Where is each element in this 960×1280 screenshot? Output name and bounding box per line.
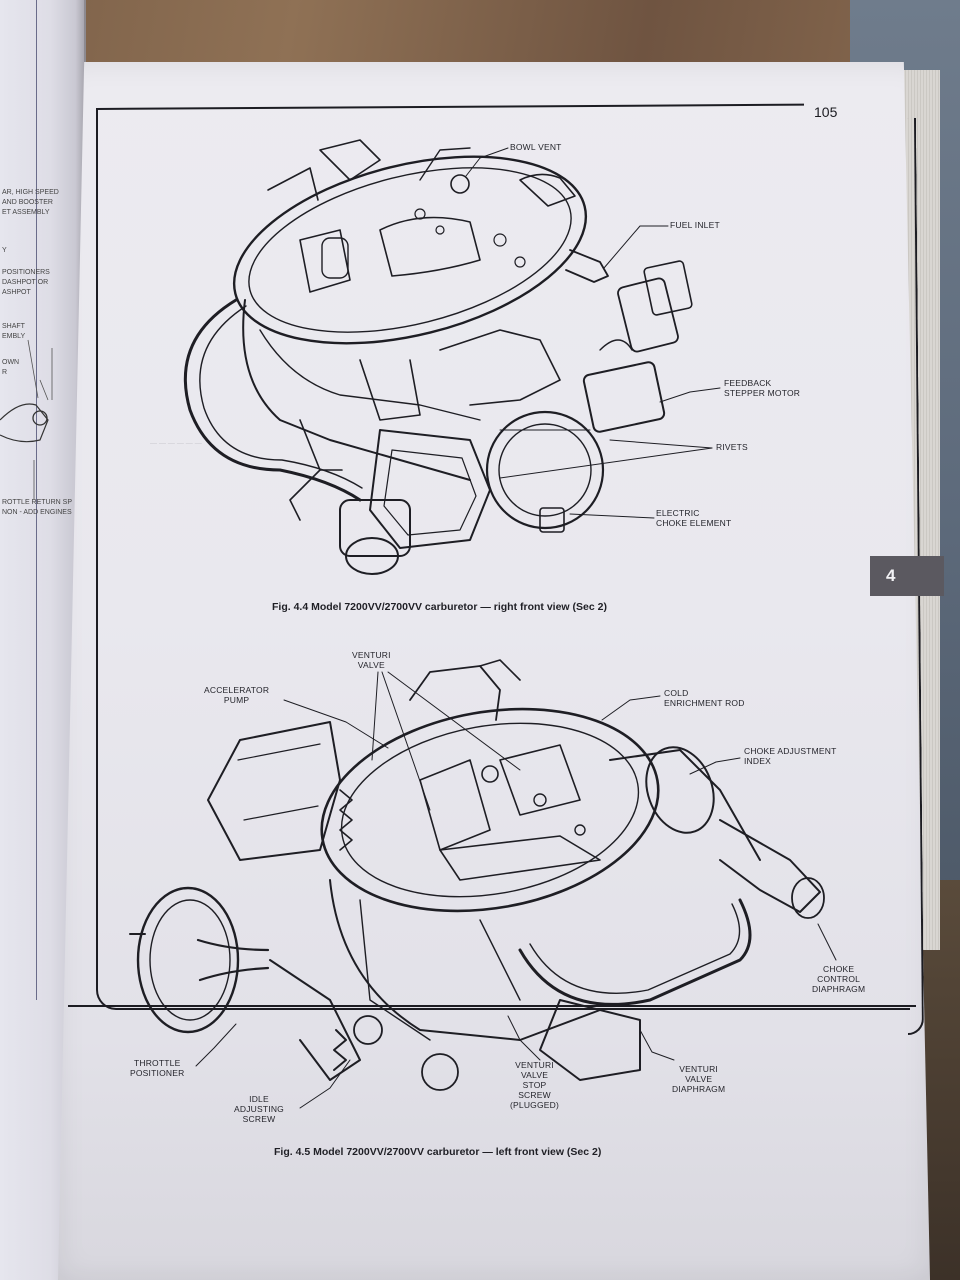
page-frame (96, 108, 910, 1010)
callout-choke-control-diaphragm: CHOKE CONTROL DIAPHRAGM (812, 964, 865, 994)
callout-line: VALVE (520, 1070, 549, 1080)
callout-venturi-valve-stop-screw: VENTURI VALVE STOP SCREW (PLUGGED) (510, 1060, 559, 1110)
callout-line: CHOKE ELEMENT (656, 518, 732, 528)
page-number: 105 (814, 104, 838, 120)
callout-line: VENTURI (679, 1064, 718, 1074)
callout-line: SCREW (242, 1114, 276, 1124)
callout-line: STEPPER MOTOR (724, 388, 801, 398)
callout-line: COLD (664, 688, 689, 698)
manual-page (58, 62, 930, 1280)
callout-line: INDEX (744, 756, 771, 766)
facing-page-label: POSITIONERS (2, 269, 50, 276)
frame-bottom-rule (68, 1005, 916, 1007)
callout-line: THROTTLE (133, 1058, 181, 1068)
callout-line: (PLUGGED) (510, 1100, 560, 1110)
callout-line: STOP (522, 1080, 547, 1090)
carburetor-left-front-drawing (129, 659, 837, 1109)
figure-caption-4-4: Fig. 4.4 Model 7200VV/2700VV carburetor … (272, 601, 607, 613)
figure-caption-4-5: Fig. 4.5 Model 7200VV/2700VV carburetor … (274, 1146, 602, 1158)
callout-line: SCREW (518, 1090, 551, 1100)
facing-page-label: Y (2, 247, 7, 254)
facing-page-label: EMBLY (2, 333, 26, 340)
callout-line: VALVE (357, 660, 385, 670)
facing-page-label: ASHPOT (2, 289, 31, 296)
callout-rivets: RIVETS (716, 442, 748, 452)
callout-line: IDLE (249, 1094, 269, 1104)
callout-fuel-inlet: FUEL INLET (670, 220, 720, 230)
callout-cold-enrichment-rod: COLD ENRICHMENT ROD (664, 688, 745, 708)
callout-line: DIAPHRAGM (812, 984, 866, 994)
callout-electric-choke-element: ELECTRIC CHOKE ELEMENT (656, 508, 731, 528)
carburetor-right-front-drawing (183, 139, 721, 575)
callout-line: VENTURI (515, 1060, 554, 1070)
callout-line: ADJUSTING (234, 1104, 284, 1114)
show-through-text: — — — — — — (150, 440, 202, 447)
callout-line: ELECTRIC (656, 508, 700, 518)
callout-line: VALVE (685, 1074, 713, 1084)
callout-bowl-vent: BOWL VENT (510, 142, 562, 152)
callout-line: DIAPHRAGM (672, 1084, 726, 1094)
callout-line: ACCELERATOR (204, 685, 270, 695)
facing-page-label: OWN (2, 359, 20, 366)
callout-line: FEEDBACK (724, 378, 772, 388)
callout-venturi-valve-diaphragm: VENTURI VALVE DIAPHRAGM (672, 1064, 725, 1094)
facing-page-label: SHAFT (2, 323, 25, 330)
callout-throttle-positioner: THROTTLE POSITIONER (130, 1058, 184, 1078)
callout-line: CONTROL (817, 974, 861, 984)
callout-line: CHOKE (823, 964, 855, 974)
facing-page-label: AR, HIGH SPEED (2, 189, 59, 196)
callout-accelerator-pump: ACCELERATOR PUMP (204, 685, 269, 705)
chapter-tab: 4 (870, 556, 944, 596)
callout-feedback-stepper-motor: FEEDBACK STEPPER MOTOR (724, 378, 800, 398)
callout-line: VENTURI (352, 650, 391, 660)
facing-page-label: R (2, 369, 8, 376)
facing-page-label: NON - ADD ENGINES (2, 509, 72, 516)
facing-page-label: ROTTLE RETURN SP (2, 499, 73, 506)
facing-page-label: DASHPOT OR (2, 279, 49, 286)
facing-page-label: AND BOOSTER (2, 199, 53, 206)
facing-page-drawing (0, 339, 53, 500)
callout-venturi-valve: VENTURI VALVE (352, 650, 391, 670)
callout-line: CHOKE ADJUSTMENT (744, 746, 837, 756)
callout-choke-adjustment-index: CHOKE ADJUSTMENT INDEX (744, 746, 836, 766)
facing-page-label: ET ASSEMBLY (2, 209, 50, 216)
facing-page-frame (0, 0, 37, 1000)
callout-line: PUMP (223, 695, 250, 705)
callout-idle-adjusting-screw: IDLE ADJUSTING SCREW (234, 1094, 284, 1124)
callout-line: ENRICHMENT ROD (664, 698, 745, 708)
callout-line: POSITIONER (130, 1068, 185, 1078)
